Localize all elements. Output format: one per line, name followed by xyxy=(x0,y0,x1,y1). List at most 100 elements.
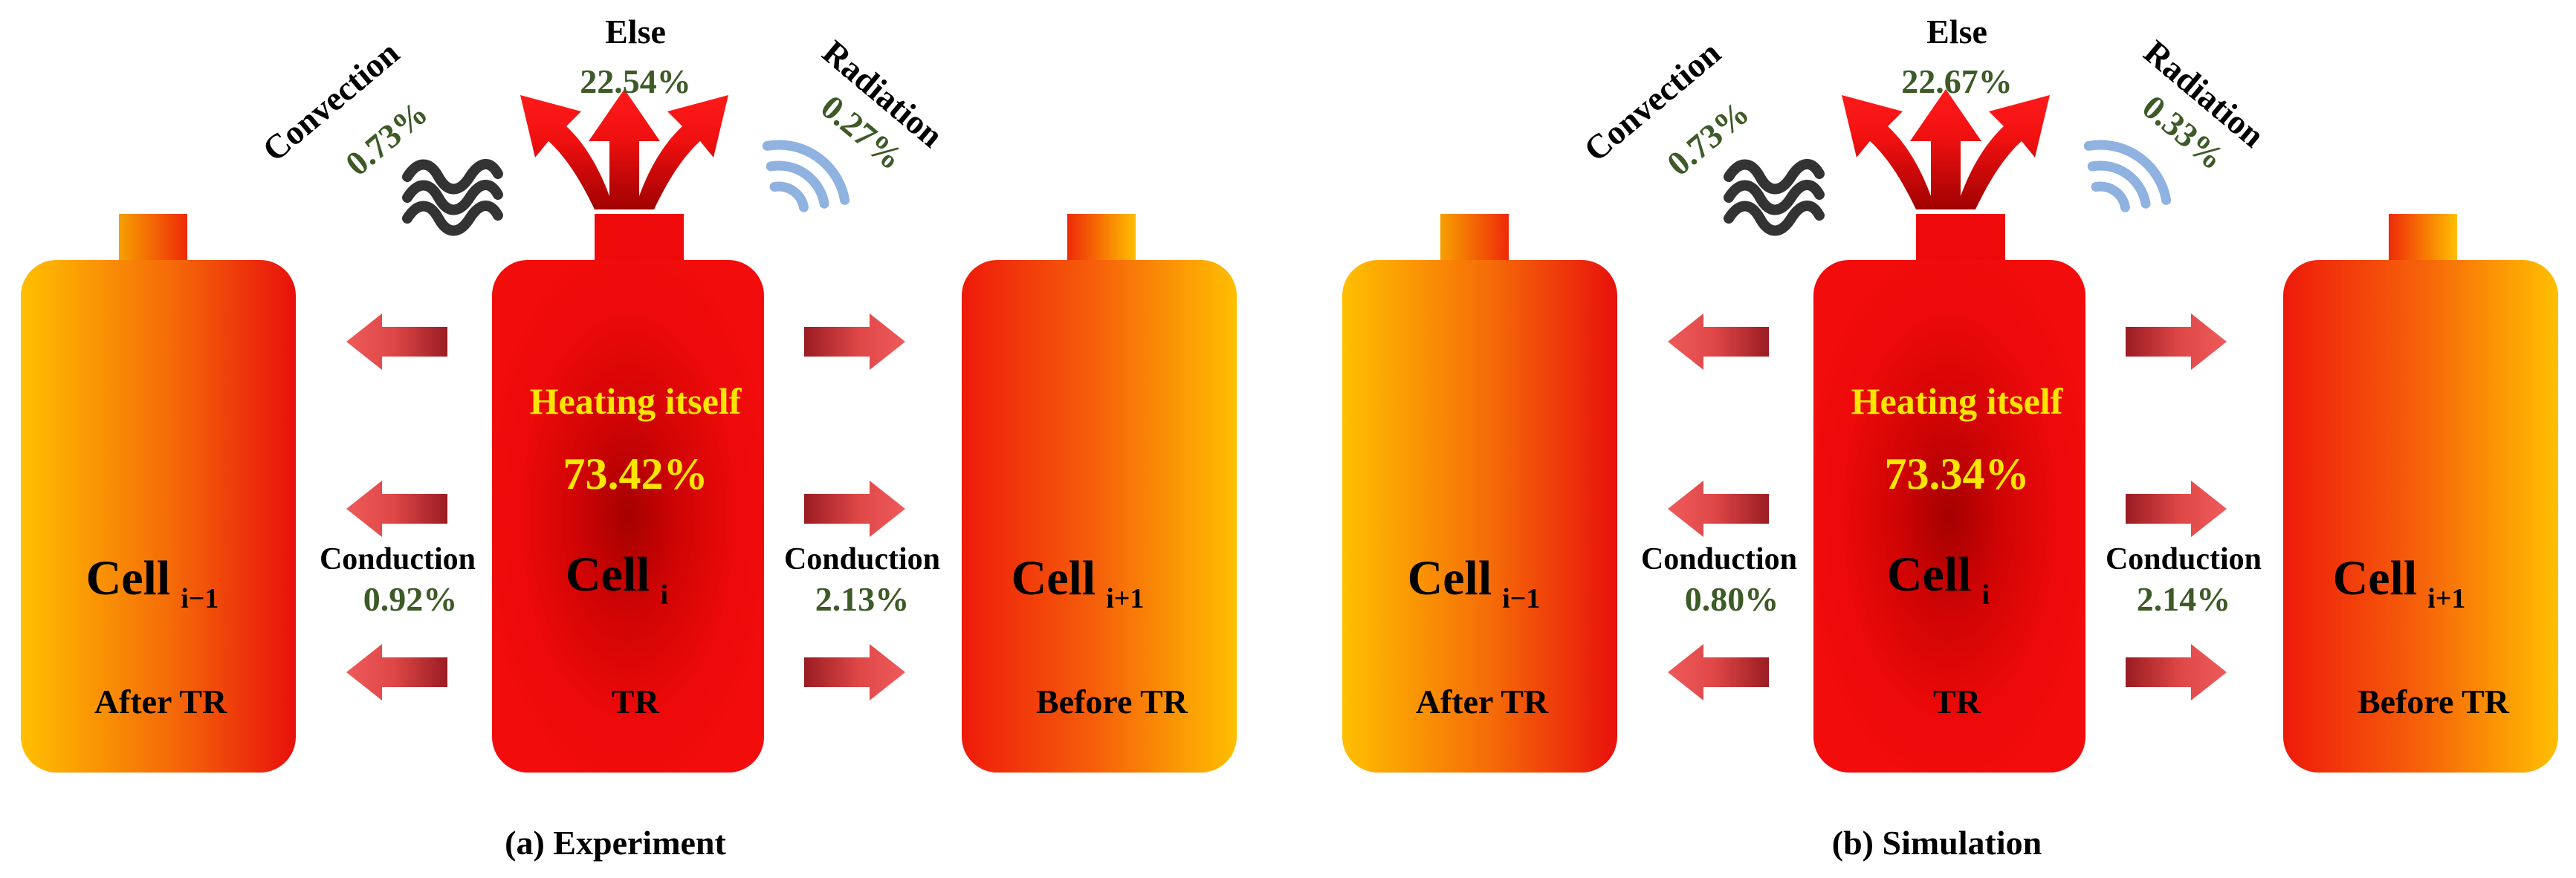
cell-left-terminal xyxy=(1440,214,1509,261)
cell-left-status: After TR xyxy=(1416,683,1549,721)
conduction-arrow-icon xyxy=(1668,313,1769,370)
cell-right-terminal xyxy=(1067,214,1136,261)
heat-release-arrow-right xyxy=(635,95,728,209)
conduction-arrow-icon xyxy=(346,313,447,370)
cell-left-label-subscript: i−1 xyxy=(181,583,219,614)
convection-wave xyxy=(1724,180,1825,215)
cell-right-label-name: Cell xyxy=(1012,551,1096,605)
convection-wave xyxy=(1724,159,1825,195)
conduction-arrow-icon xyxy=(1668,644,1769,700)
conduction-arrow-icon xyxy=(2126,644,2227,700)
heat-release-arrow-up xyxy=(589,89,660,209)
conduction-arrow-icon xyxy=(804,313,905,370)
heat-release-arrows-icon xyxy=(1842,89,2050,209)
cell-center-label-name: Cell xyxy=(1887,547,1972,602)
cell-right-label-subscript: i+1 xyxy=(1106,583,1144,614)
heating-itself-label: Heating itself xyxy=(530,380,742,422)
else-label: Else xyxy=(1926,13,1987,51)
cell-left-label-subscript: i−1 xyxy=(1502,583,1540,614)
heat-release-arrows-icon xyxy=(520,89,728,209)
panel-caption: (a) Experiment xyxy=(505,824,726,862)
radiation-arc xyxy=(2091,181,2130,212)
else-label: Else xyxy=(605,13,666,51)
cell-left-terminal xyxy=(119,214,187,261)
convection-wave xyxy=(1724,201,1825,236)
radiation-arc xyxy=(769,181,809,212)
cell-right-label: Cell i+1 xyxy=(2333,551,2466,614)
cell-center-status: TR xyxy=(1933,683,1981,721)
cell-right-label-subscript: i+1 xyxy=(2427,583,2465,614)
heat-release-arrow-right xyxy=(1956,95,2050,209)
cell-center-label-name: Cell xyxy=(566,547,650,602)
radiation-arc xyxy=(762,140,850,205)
conduction-arrows xyxy=(346,313,905,700)
cell-center-terminal xyxy=(1916,214,2005,263)
conduction-arrow-icon xyxy=(1668,481,1769,537)
cell-center-status: TR xyxy=(612,683,660,721)
cell-right-status: Before TR xyxy=(1036,683,1188,721)
else-value: 22.54% xyxy=(580,62,691,100)
conduction-arrows xyxy=(1668,313,2227,700)
cell-left-label: Cell i−1 xyxy=(1408,551,1541,614)
radiation-arc xyxy=(2083,140,2172,205)
cell-left-label-name: Cell xyxy=(1408,551,1492,605)
convection-wave xyxy=(402,180,503,215)
conduction-arrow-icon xyxy=(2126,481,2227,537)
cell-center-body xyxy=(1813,260,2085,773)
heating-itself-value: 73.34% xyxy=(1885,449,2030,498)
conduction-arrow-icon xyxy=(346,644,447,700)
conduction-left-value: 0.80% xyxy=(1685,580,1779,618)
convection-wave xyxy=(402,159,503,195)
heat-release-arrow-left xyxy=(520,95,614,209)
convection-wave xyxy=(402,201,503,236)
convection-wave-icon xyxy=(402,159,503,236)
cell-center-body xyxy=(492,260,764,773)
conduction-right-value: 2.14% xyxy=(2137,580,2231,618)
cell-right-label-name: Cell xyxy=(2333,551,2418,605)
radiation-arc xyxy=(766,160,829,209)
else-value: 22.67% xyxy=(1901,62,2013,100)
conduction-arrow-icon xyxy=(804,644,905,700)
cell-center-terminal xyxy=(595,214,684,263)
cell-left-label-name: Cell xyxy=(86,551,171,605)
cell-left-status: After TR xyxy=(94,683,227,721)
panel-caption: (b) Simulation xyxy=(1832,824,2042,862)
radiation-wave-icon xyxy=(762,140,850,212)
conduction-left-label: Conduction xyxy=(1641,542,1797,576)
conduction-arrow-icon xyxy=(346,481,447,537)
conduction-right-label: Conduction xyxy=(2106,542,2262,576)
conduction-arrow-icon xyxy=(2126,313,2227,370)
heating-itself-label: Heating itself xyxy=(1851,380,2064,422)
cell-right-body xyxy=(962,260,1237,773)
heat-release-arrow-left xyxy=(1842,95,1935,209)
conduction-left-value: 0.92% xyxy=(363,580,458,618)
conduction-left-label: Conduction xyxy=(320,542,476,576)
cell-right-status: Before TR xyxy=(2357,683,2510,721)
heat-release-arrow-up xyxy=(1910,89,1981,209)
cell-left-body xyxy=(21,260,296,773)
radiation-wave-icon xyxy=(2083,140,2172,212)
radiation-arc xyxy=(2087,160,2151,209)
cell-right-terminal xyxy=(2389,214,2457,261)
conduction-arrow-icon xyxy=(804,481,905,537)
cell-center-label-subscript: i xyxy=(661,579,669,611)
cell-right-body xyxy=(2283,260,2558,773)
heating-itself-value: 73.42% xyxy=(563,449,708,498)
cell-left-body xyxy=(1342,260,1617,773)
cell-left-label: Cell i−1 xyxy=(86,551,219,614)
convection-wave-icon xyxy=(1724,159,1825,236)
conduction-right-value: 2.13% xyxy=(815,580,910,618)
cell-right-label: Cell i+1 xyxy=(1012,551,1145,614)
conduction-right-label: Conduction xyxy=(784,542,940,576)
